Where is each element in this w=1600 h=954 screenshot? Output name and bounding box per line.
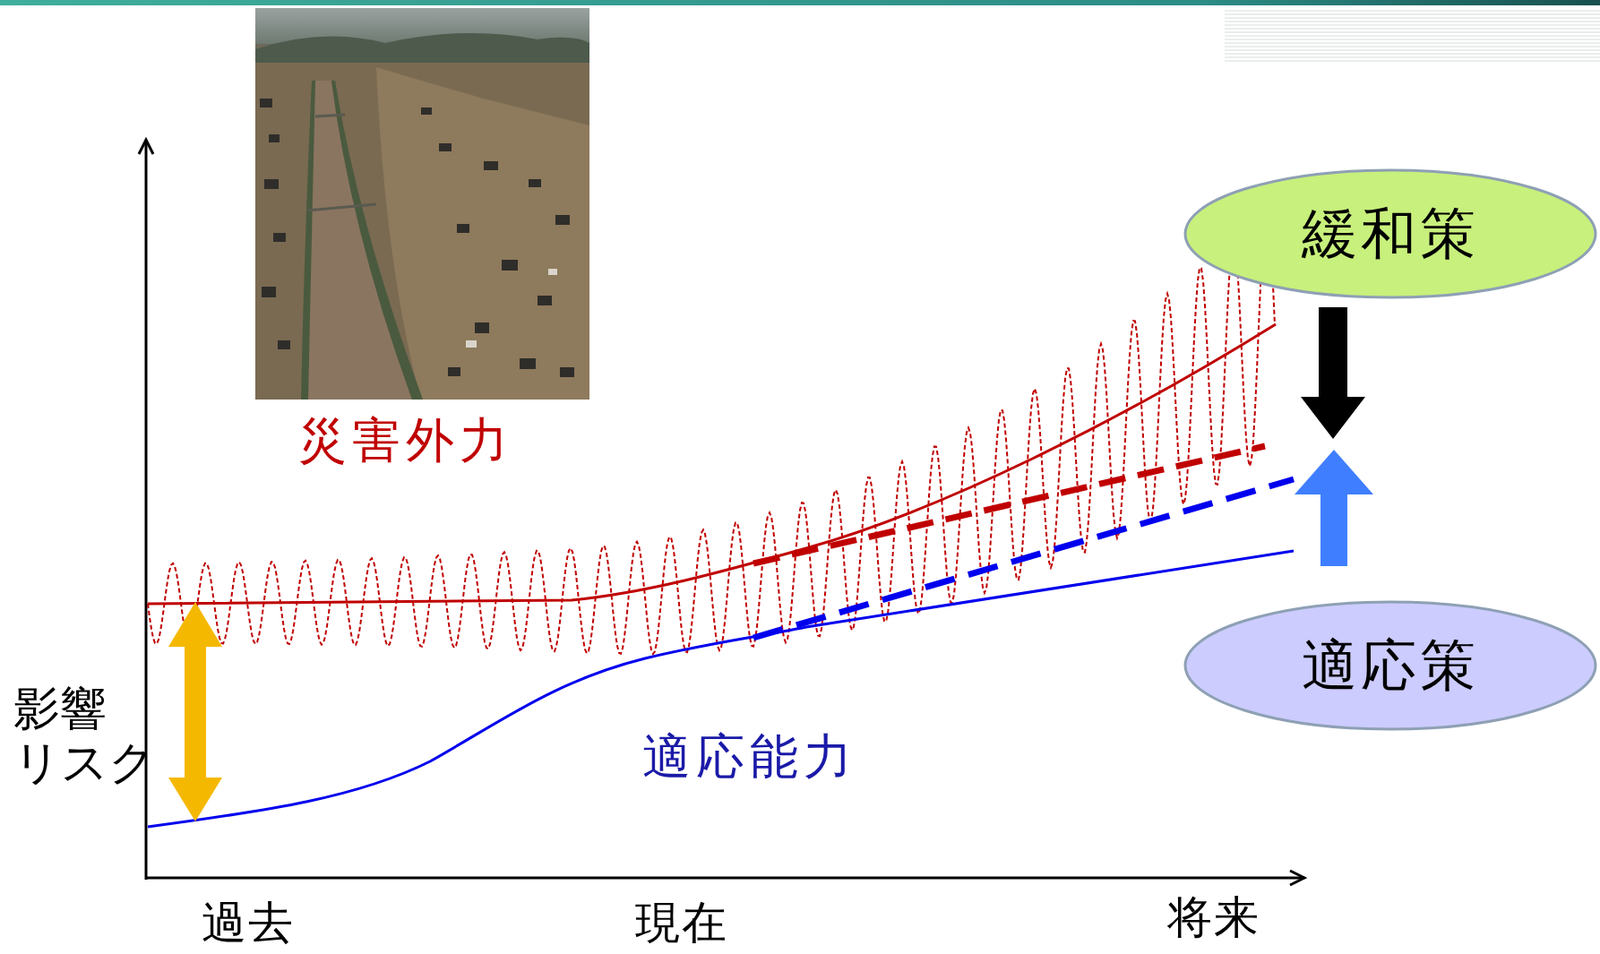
node-text: 緩和策 [1301,196,1480,272]
mitigation-arrow [1300,307,1366,439]
axis-y-label: 影響 リスク [13,682,166,791]
mitigation-ellipse: 緩和策 [1183,168,1598,300]
adaptation-ellipse: 適応策 [1183,600,1598,732]
axis-tick: 現在 [635,897,729,950]
axis-tick: 将来 [1167,892,1261,945]
node-text: 適応策 [1301,627,1480,704]
capacity-adapted [753,479,1294,638]
capacity-label: 適応能力 [642,729,858,785]
adaptation-arrow [1294,449,1374,567]
hazard-curve [147,324,1276,604]
capacity-curve [147,550,1294,827]
axes [138,139,1305,886]
hazard-mitigated [753,446,1265,564]
hazard-fluctuation [147,209,1275,654]
hazard-label: 災害外力 [298,412,514,469]
top-bar [0,0,1600,6]
axis-tick: 過去 [201,897,295,950]
flood-photo [255,8,590,400]
risk-arrow [168,602,223,822]
corner-lines [1224,10,1600,61]
